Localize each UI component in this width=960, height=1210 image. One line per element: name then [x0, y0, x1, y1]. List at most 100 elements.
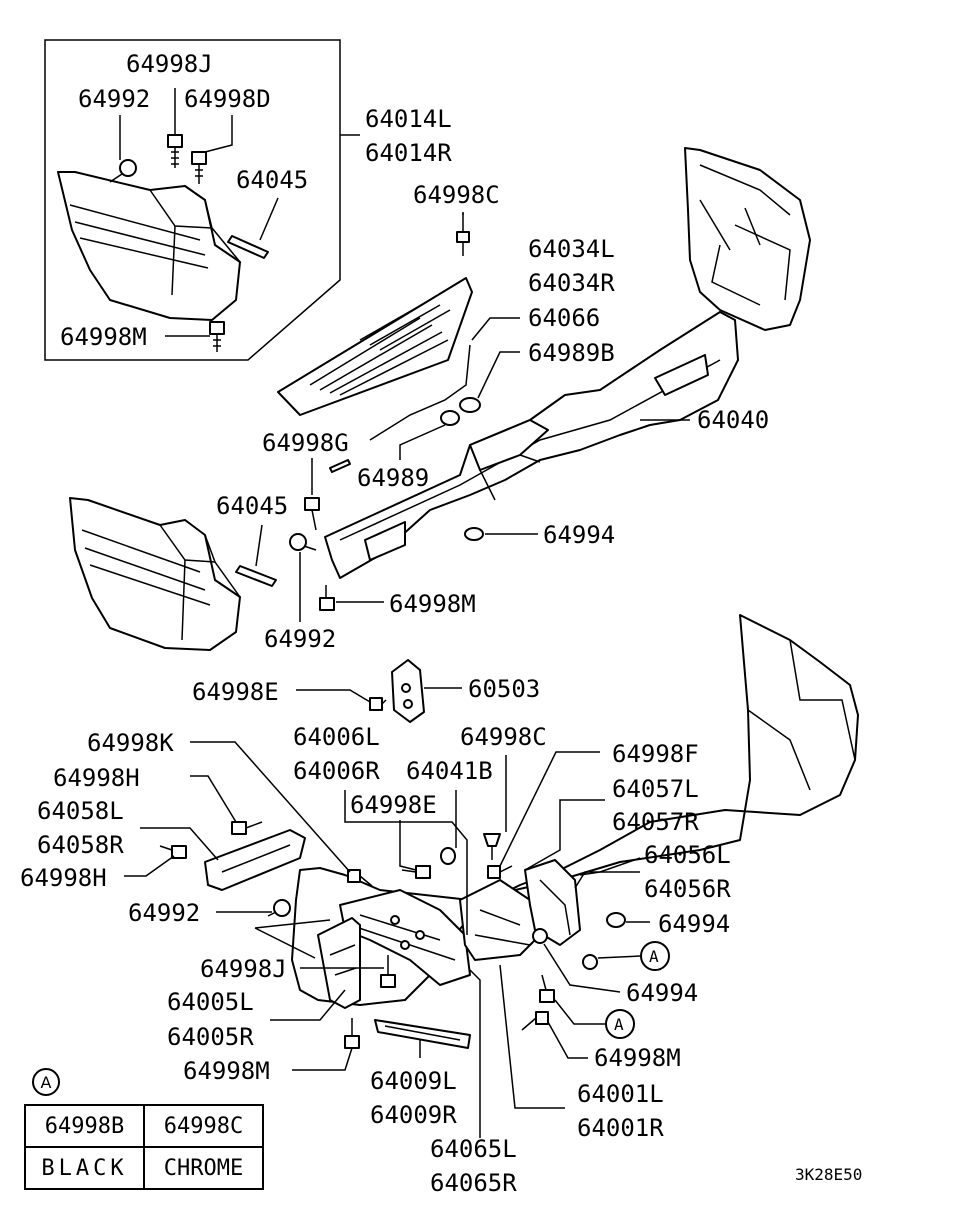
part-label: 64040 [697, 406, 769, 434]
part-label: 64998E [192, 678, 279, 706]
callout-marker-a-label: A [614, 1015, 624, 1034]
frame-bracket-right [459, 879, 541, 961]
part-label: 64998M [183, 1057, 270, 1085]
rear-bumper-right-end [684, 147, 811, 331]
part-label: 64014L [365, 105, 452, 133]
legend-callout-marker: A [32, 1068, 60, 1096]
part-label: 64998K [87, 729, 174, 757]
tape-strip-icon [235, 565, 277, 587]
part-label: 64001L [577, 1080, 664, 1108]
bolt-icon [209, 321, 225, 352]
support-bracket [204, 829, 306, 891]
part-label: 64056R [644, 875, 731, 903]
part-label: 64998M [594, 1044, 681, 1072]
part-label: 64992 [78, 85, 150, 113]
diagram-code: 3K28E50 [795, 1165, 862, 1184]
bolt-icon [191, 151, 207, 184]
legend-header-row: 64998B 64998C [24, 1104, 264, 1148]
nut-icon [606, 912, 626, 928]
part-label: 64998C [460, 723, 547, 751]
legend-value-cell: BLACK [24, 1146, 145, 1190]
wire-harness [369, 344, 471, 441]
part-label: 64998J [200, 955, 287, 983]
legend-header-cell: 64998C [143, 1104, 264, 1148]
part-label: 64994 [658, 910, 730, 938]
part-label: 64057R [612, 808, 699, 836]
part-label: 64005R [167, 1023, 254, 1051]
part-label: 60503 [468, 675, 540, 703]
part-label: 64045 [216, 492, 288, 520]
legend-value-row: BLACK CHROME [24, 1146, 264, 1190]
part-label: 64065L [430, 1135, 517, 1163]
callout-marker-a: A [640, 941, 670, 971]
bolt-icon [347, 869, 373, 887]
part-label: 64998M [60, 323, 147, 351]
part-label: 64001R [577, 1114, 664, 1142]
clip-icon [532, 928, 548, 944]
bolt-icon [167, 134, 183, 168]
part-label: 64998H [20, 864, 107, 892]
step-plate [277, 277, 473, 416]
bolt-icon [539, 974, 555, 1003]
part-label: 64041B [406, 757, 493, 785]
grommet-icon [440, 410, 460, 426]
part-label: 64034L [528, 235, 615, 263]
bolt-icon [304, 497, 320, 531]
part-label: 64998F [612, 740, 699, 768]
grommet-icon [459, 397, 481, 413]
callout-marker-a: A [605, 1009, 635, 1039]
step-plate-vents [309, 299, 451, 396]
part-label: 64989 [357, 464, 429, 492]
part-label: 64998J [126, 50, 213, 78]
bolt-icon [231, 821, 263, 835]
color-legend-table: 64998B 64998C BLACK CHROME [24, 1104, 264, 1190]
bolt-icon [369, 697, 387, 711]
stay-bracket [524, 859, 581, 946]
clip-icon [267, 899, 291, 917]
part-label: 64009R [370, 1101, 457, 1129]
bolt-icon [344, 1018, 360, 1049]
part-label: 64992 [264, 625, 336, 653]
part-label: 64009L [370, 1067, 457, 1095]
part-label: 64994 [543, 521, 615, 549]
part-label: 64014R [365, 139, 452, 167]
part-label: 64006R [293, 757, 380, 785]
callout-marker-a-label: A [649, 947, 659, 966]
part-label: 64992 [128, 899, 200, 927]
part-label: 64005L [167, 988, 254, 1016]
rear-bumper-bar [324, 311, 739, 579]
corner-garnish-inset [57, 171, 241, 321]
part-label: 64065R [430, 1169, 517, 1197]
part-label: 64998E [350, 791, 437, 819]
part-label: 64056L [644, 841, 731, 869]
part-label: 64998C [413, 181, 500, 209]
part-label: 64998M [389, 590, 476, 618]
part-label: 64998D [184, 85, 271, 113]
bolt-icon [487, 865, 513, 879]
grommet-icon [440, 847, 456, 865]
mounting-bracket-plate [391, 659, 425, 723]
clip-icon [582, 954, 598, 970]
legend-value-cell: CHROME [143, 1146, 264, 1190]
clip-icon [289, 533, 317, 551]
reinforcement-strip [374, 1019, 471, 1049]
push-clip-icon [483, 833, 501, 860]
bolt-icon [521, 1011, 549, 1031]
part-label: 64994 [626, 979, 698, 1007]
part-label: 64989B [528, 339, 615, 367]
strip-icon [329, 459, 351, 473]
part-label: 64006L [293, 723, 380, 751]
tape-strip-icon [227, 235, 269, 259]
bolt-icon [159, 845, 187, 859]
part-label: 64034R [528, 269, 615, 297]
side-bracket-left [317, 917, 361, 1009]
inset-box-outline [44, 39, 341, 361]
part-label: 64998H [53, 764, 140, 792]
bolt-icon [380, 955, 396, 988]
part-label: 64998G [262, 429, 349, 457]
part-label: 64057L [612, 775, 699, 803]
part-label: 64066 [528, 304, 600, 332]
legend-header-cell: 64998B [24, 1104, 145, 1148]
